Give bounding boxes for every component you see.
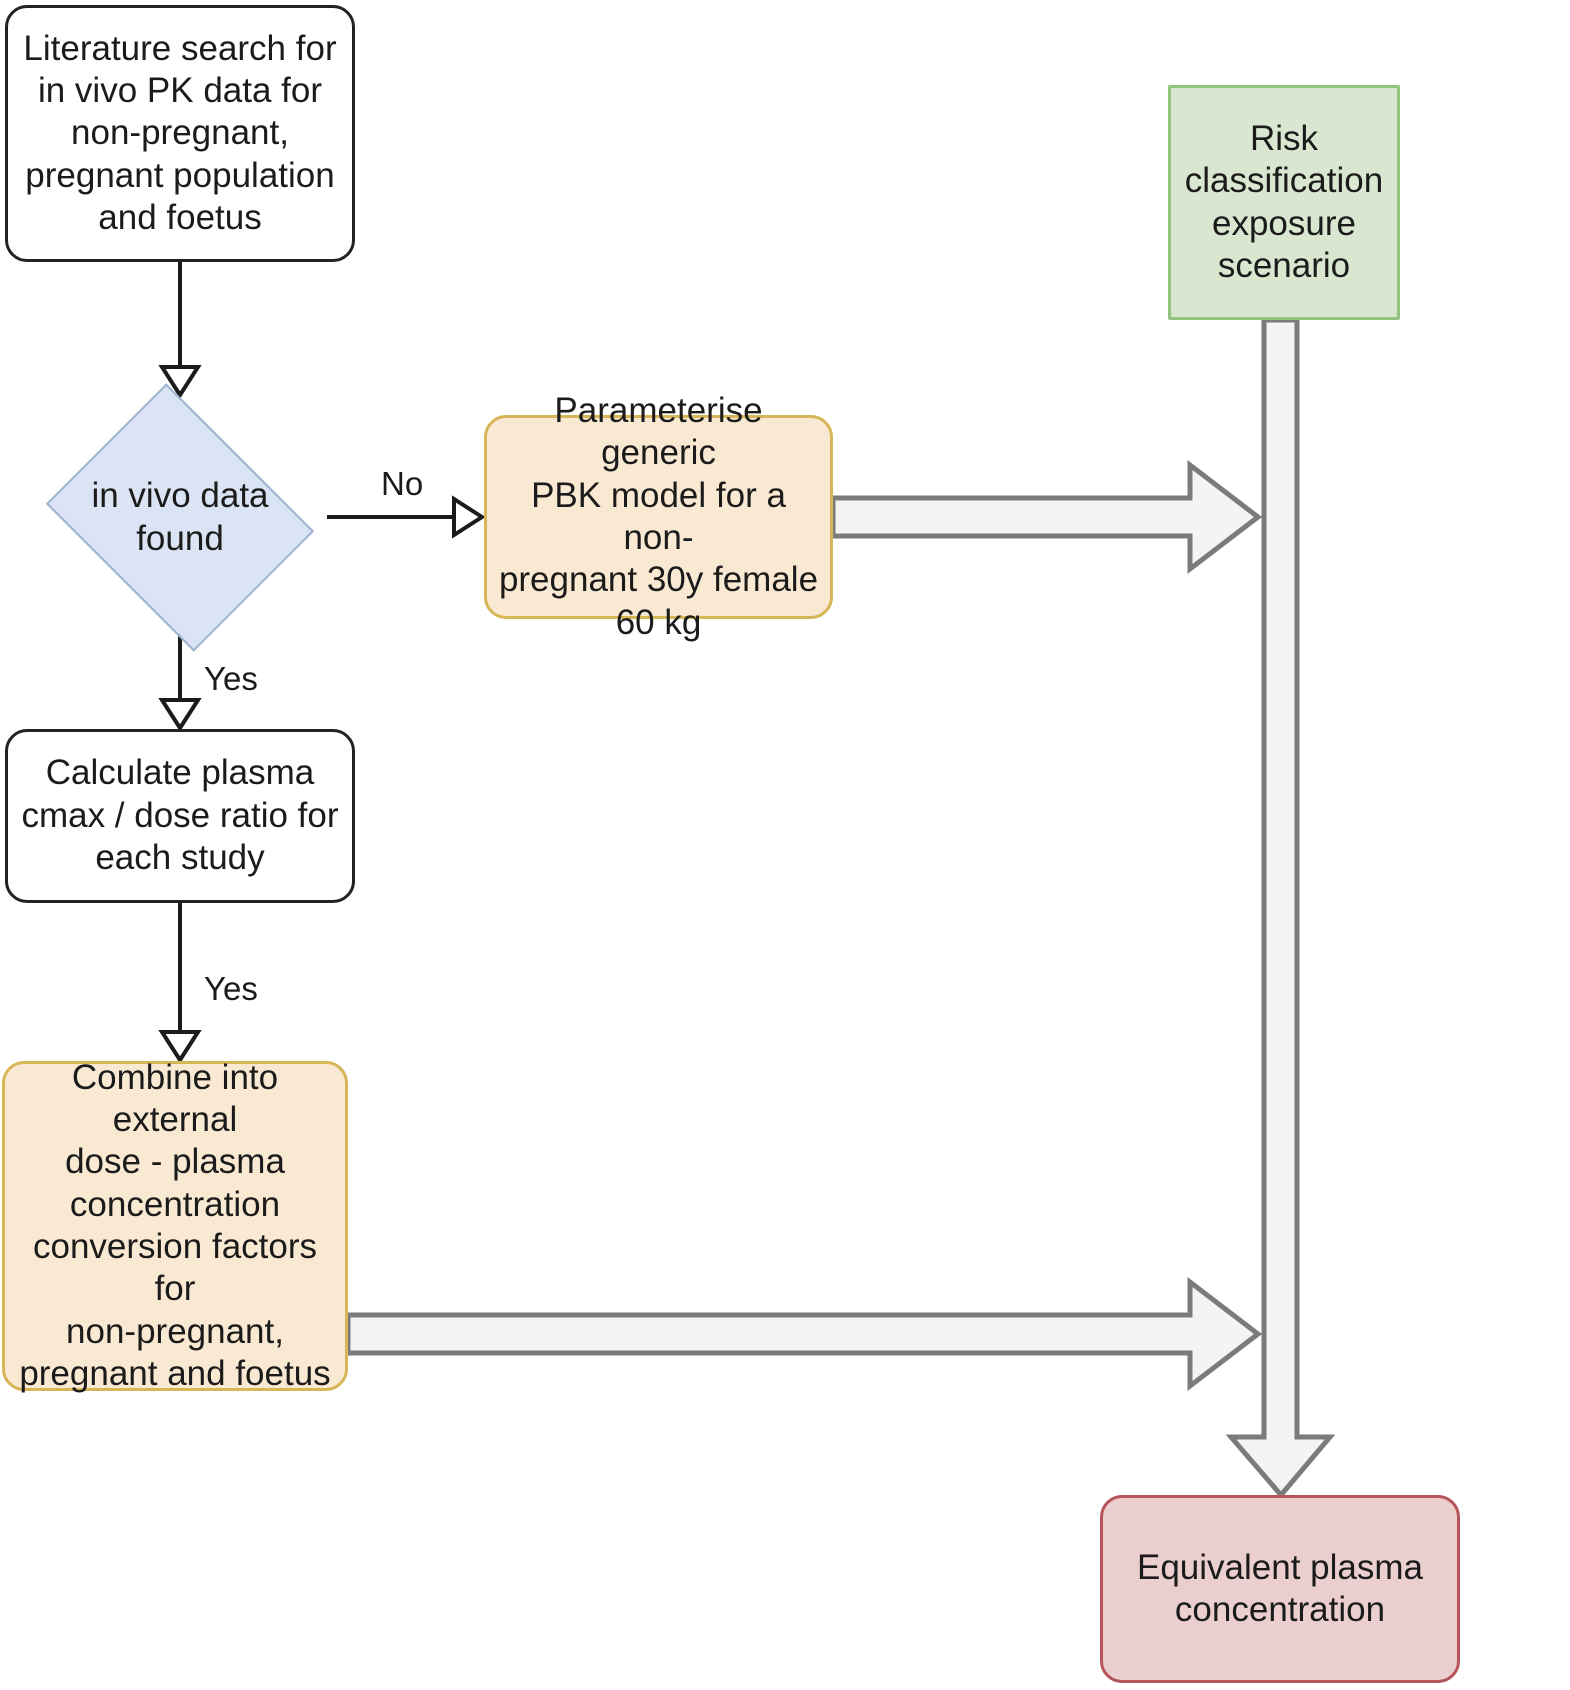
node-in-vivo-decision[interactable]: in vivo data found bbox=[35, 382, 325, 653]
edge-label-yes-calculate: Yes bbox=[204, 970, 258, 1007]
edge-calculate-yes-to-combine bbox=[158, 903, 202, 1064]
node-equivalent-plasma[interactable]: Equivalent plasma concentration bbox=[1100, 1495, 1460, 1683]
block-arrow-parameterise-to-equivalent bbox=[830, 459, 1263, 575]
edge-decision-no-to-parameterise bbox=[327, 495, 486, 539]
node-combine-external-dose[interactable]: Combine into external dose - plasma conc… bbox=[2, 1058, 348, 1393]
node-literature-search[interactable]: Literature search for in vivo PK data fo… bbox=[5, 5, 355, 262]
node-calculate-cmax-label: Calculate plasma cmax / dose ratio for e… bbox=[21, 753, 339, 878]
edge-label-yes-decision: Yes bbox=[204, 660, 258, 697]
node-parameterise-pbk[interactable]: Parameterise generic PBK model for a non… bbox=[484, 391, 833, 642]
node-calculate-cmax[interactable]: Calculate plasma cmax / dose ratio for e… bbox=[5, 729, 355, 903]
node-combine-external-dose-label: Combine into external dose - plasma conc… bbox=[19, 1057, 331, 1394]
node-in-vivo-decision-label: in vivo data found bbox=[91, 476, 269, 558]
edge-label-no: No bbox=[381, 465, 424, 502]
block-arrow-combine-to-equivalent bbox=[345, 1276, 1263, 1392]
edge-decision-yes-to-calculate bbox=[158, 624, 202, 732]
node-risk-classification-label: Risk classification exposure scenario bbox=[1184, 118, 1384, 285]
node-equivalent-plasma-label: Equivalent plasma concentration bbox=[1137, 1547, 1423, 1629]
node-parameterise-pbk-label: Parameterise generic PBK model for a non… bbox=[498, 390, 819, 642]
block-arrow-risk-to-equivalent bbox=[1225, 317, 1336, 1499]
node-literature-search-label: Literature search for in vivo PK data fo… bbox=[23, 28, 337, 238]
edge-literature-to-decision bbox=[158, 262, 202, 399]
node-risk-classification[interactable]: Risk classification exposure scenario bbox=[1168, 85, 1400, 320]
